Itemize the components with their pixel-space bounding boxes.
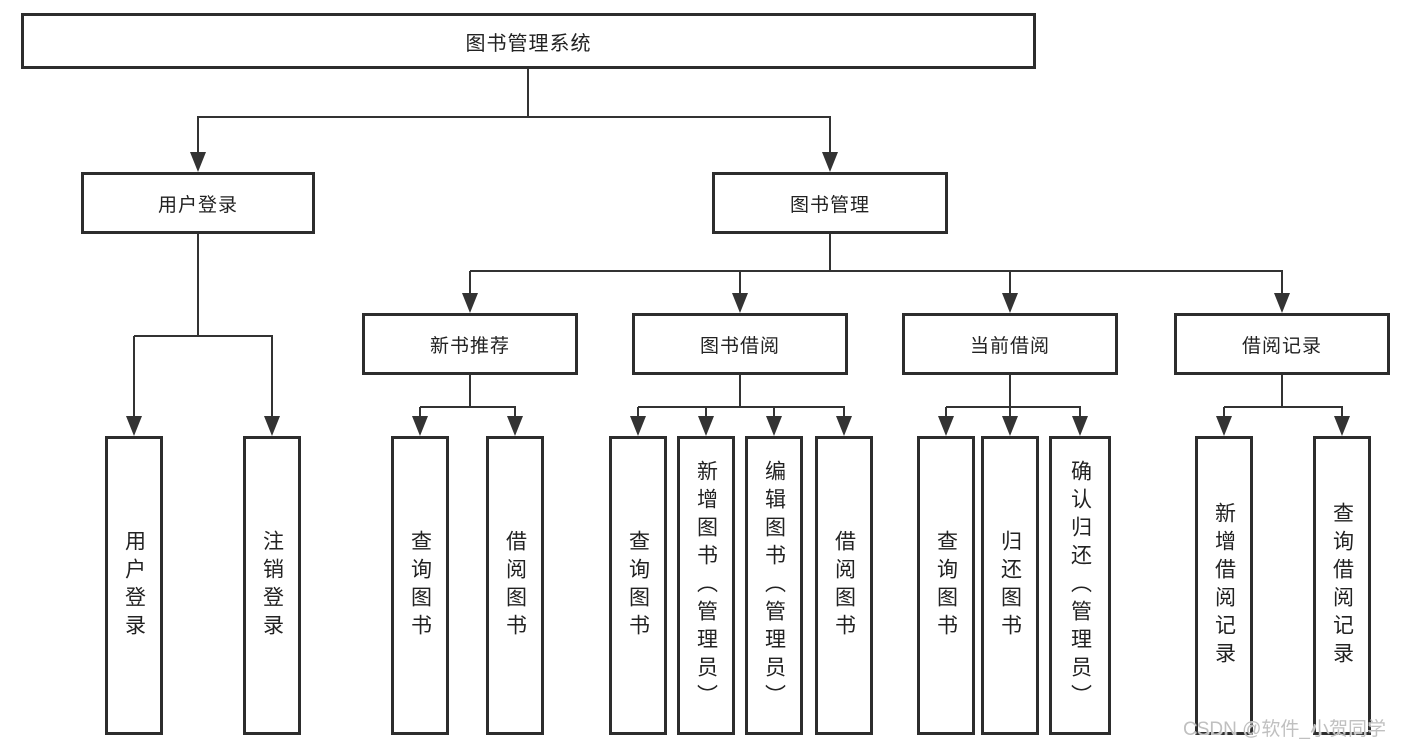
connector-leaf xyxy=(1009,407,1011,418)
connector-to-current xyxy=(1009,271,1011,295)
arrowhead-down-icon xyxy=(1334,416,1350,436)
connector-root-stem xyxy=(527,69,529,117)
connector-leaf xyxy=(1223,407,1225,418)
leaf-borrow-books-recommend: 借阅图书 xyxy=(486,436,544,735)
leaf-return-books-label: 归还图书 xyxy=(998,529,1022,642)
connector-to-mgmt xyxy=(829,117,831,153)
leaf-logout: 注销登录 xyxy=(243,436,301,735)
arrowhead-down-icon xyxy=(822,152,838,172)
connector-to-login xyxy=(197,117,199,153)
arrowhead-down-icon xyxy=(507,416,523,436)
leaf-add-book-admin: 新增图书（管理员） xyxy=(677,436,735,735)
leaf-return-books: 归还图书 xyxy=(981,436,1039,735)
connector-recommend-split xyxy=(420,406,516,408)
leaf-query-borrow-record: 查询借阅记录 xyxy=(1313,436,1371,735)
node-borrow-records: 借阅记录 xyxy=(1174,313,1390,375)
connector-current-split xyxy=(946,406,1081,408)
connector-leaf xyxy=(419,407,421,418)
connector-leaf xyxy=(1079,407,1081,418)
leaf-edit-book-admin: 编辑图书（管理员） xyxy=(745,436,803,735)
node-book-mgmt-branch: 图书管理 xyxy=(712,172,948,234)
leaf-query-books-current-label: 查询图书 xyxy=(934,529,958,642)
connector-current-stem xyxy=(1009,375,1011,408)
connector-to-recommend xyxy=(469,271,471,295)
arrowhead-down-icon xyxy=(1216,416,1232,436)
arrowhead-down-icon xyxy=(264,416,280,436)
leaf-add-book-admin-label: 新增图书（管理员） xyxy=(694,459,718,712)
arrowhead-down-icon xyxy=(766,416,782,436)
connector-root-split xyxy=(197,116,831,118)
leaf-user-login: 用户登录 xyxy=(105,436,163,735)
leaf-query-books-borrow-label: 查询图书 xyxy=(626,529,650,642)
arrowhead-down-icon xyxy=(190,152,206,172)
node-current-borrow: 当前借阅 xyxy=(902,313,1118,375)
connector-to-leaf-logout xyxy=(271,336,273,418)
connector-to-leaf-user-login xyxy=(133,336,135,418)
leaf-user-login-label: 用户登录 xyxy=(122,529,146,642)
leaf-query-books-current: 查询图书 xyxy=(917,436,975,735)
connector-recommend-stem xyxy=(469,375,471,408)
node-system-root: 图书管理系统 xyxy=(21,13,1036,69)
leaf-query-books-borrow: 查询图书 xyxy=(609,436,667,735)
leaf-borrow-books-borrow: 借阅图书 xyxy=(815,436,873,735)
arrowhead-down-icon xyxy=(938,416,954,436)
leaf-edit-book-admin-label: 编辑图书（管理员） xyxy=(762,459,786,712)
watermark: CSDN @软件_小贺同学 xyxy=(1183,719,1386,740)
connector-leaf xyxy=(1341,407,1343,418)
node-user-login-branch: 用户登录 xyxy=(81,172,315,234)
node-book-borrow: 图书借阅 xyxy=(632,313,848,375)
connector-to-borrow xyxy=(739,271,741,295)
arrowhead-down-icon xyxy=(462,293,478,313)
leaf-query-borrow-record-label: 查询借阅记录 xyxy=(1330,501,1354,670)
arrowhead-down-icon xyxy=(126,416,142,436)
arrowhead-down-icon xyxy=(1072,416,1088,436)
leaf-logout-label: 注销登录 xyxy=(260,529,284,642)
arrowhead-down-icon xyxy=(1002,416,1018,436)
leaf-query-books-recommend-label: 查询图书 xyxy=(408,529,432,642)
connector-login-stem xyxy=(197,234,199,337)
leaf-confirm-return-admin: 确认归还（管理员） xyxy=(1049,436,1111,735)
arrowhead-down-icon xyxy=(1002,293,1018,313)
connector-leaf xyxy=(514,407,516,418)
leaf-borrow-books-borrow-label: 借阅图书 xyxy=(832,529,856,642)
connector-borrow-split xyxy=(638,406,845,408)
connector-leaf xyxy=(945,407,947,418)
connector-records-stem xyxy=(1281,375,1283,408)
leaf-borrow-books-recommend-label: 借阅图书 xyxy=(503,529,527,642)
connector-mgmt-split xyxy=(470,270,1283,272)
connector-borrow-stem xyxy=(739,375,741,408)
connector-leaf xyxy=(705,407,707,418)
connector-mgmt-stem xyxy=(829,234,831,272)
leaf-confirm-return-admin-label: 确认归还（管理员） xyxy=(1068,459,1092,712)
connector-records-split xyxy=(1224,406,1343,408)
connector-leaf xyxy=(773,407,775,418)
connector-login-split xyxy=(134,335,273,337)
arrowhead-down-icon xyxy=(1274,293,1290,313)
connector-leaf xyxy=(637,407,639,418)
connector-to-records xyxy=(1281,271,1283,295)
arrowhead-down-icon xyxy=(698,416,714,436)
leaf-add-borrow-record-label: 新增借阅记录 xyxy=(1212,501,1236,670)
arrowhead-down-icon xyxy=(732,293,748,313)
node-new-book-recommend: 新书推荐 xyxy=(362,313,578,375)
leaf-query-books-recommend: 查询图书 xyxy=(391,436,449,735)
arrowhead-down-icon xyxy=(630,416,646,436)
leaf-add-borrow-record: 新增借阅记录 xyxy=(1195,436,1253,735)
arrowhead-down-icon xyxy=(836,416,852,436)
connector-leaf xyxy=(843,407,845,418)
arrowhead-down-icon xyxy=(412,416,428,436)
